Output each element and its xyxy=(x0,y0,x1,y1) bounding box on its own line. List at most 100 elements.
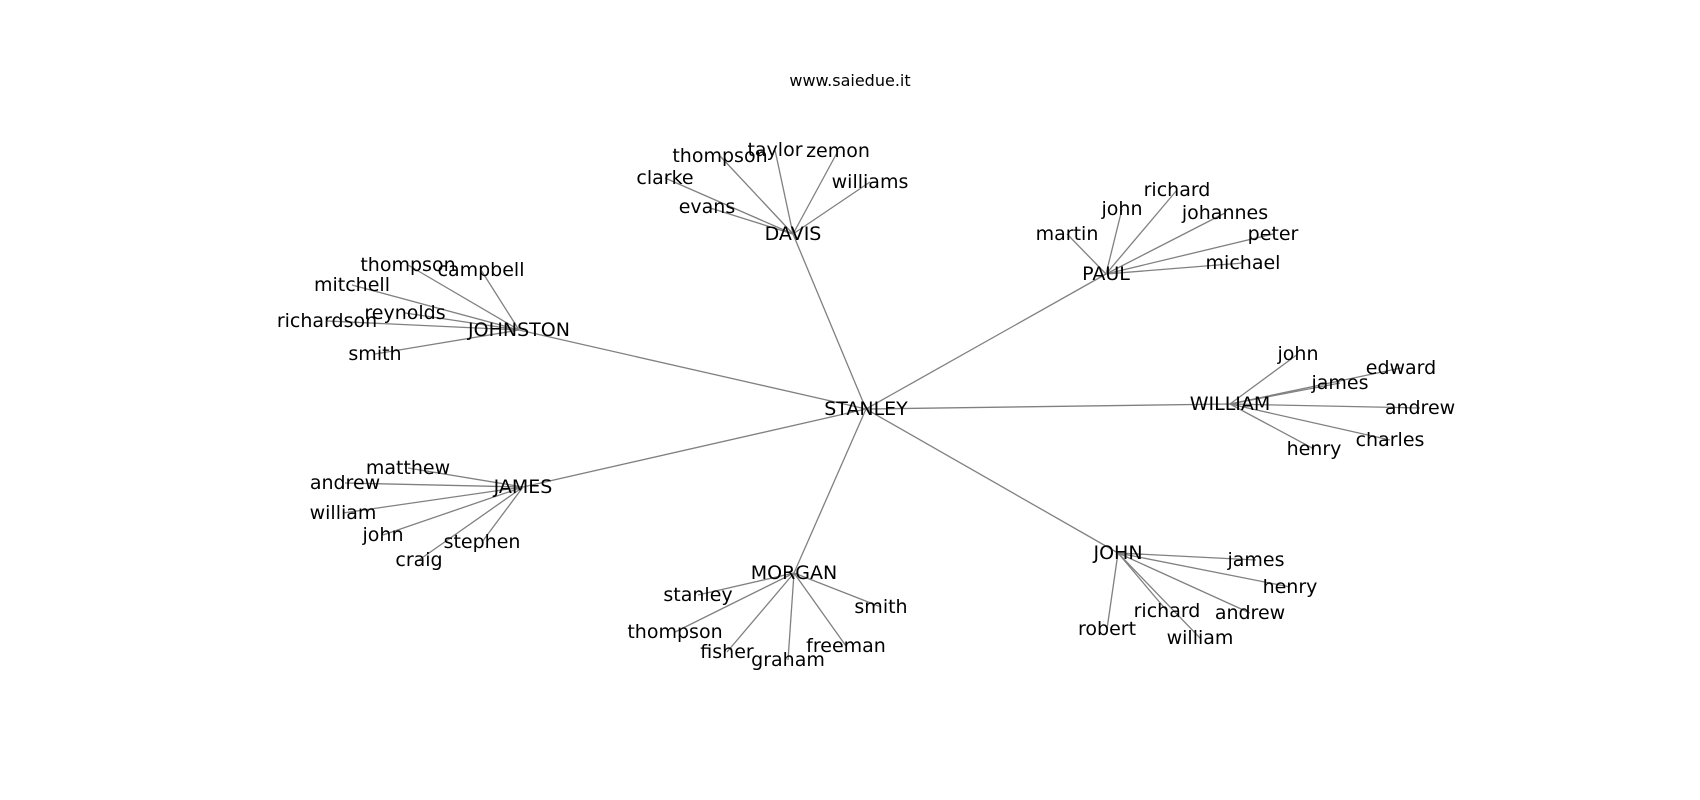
page-title: www.saiedue.it xyxy=(789,71,911,90)
leaf-node-label: robert xyxy=(1078,618,1136,640)
leaf-node-label: henry xyxy=(1263,576,1318,598)
edge-morgan-smith xyxy=(793,572,882,608)
leaf-node-label: smith xyxy=(348,343,401,365)
edges-layer xyxy=(326,149,1421,661)
edge-johnston-thompson xyxy=(407,264,520,331)
edge-morgan-freeman xyxy=(793,572,847,647)
edge-james-john xyxy=(382,486,524,536)
edge-davis-evans xyxy=(706,206,794,235)
edge-john-james xyxy=(1117,552,1257,561)
edge-james-andrew xyxy=(344,482,524,488)
edge-davis-zemon xyxy=(792,150,839,235)
leaf-node-label: andrew xyxy=(1215,602,1285,624)
edge-paul-johannes xyxy=(1105,212,1226,275)
edge-johnston-reynolds xyxy=(404,312,520,331)
edge-john-henry xyxy=(1117,552,1291,588)
edge-paul-peter xyxy=(1105,233,1274,275)
edge-william-john xyxy=(1229,353,1299,405)
leaf-node-label: richardson xyxy=(277,310,377,332)
leaf-node-label: graham xyxy=(751,649,825,671)
leaf-node-label: taylor xyxy=(747,139,802,161)
leaf-node-label: campbell xyxy=(438,259,525,281)
leaf-node-label: fisher xyxy=(700,641,754,663)
leaf-node-label: williams xyxy=(832,171,909,193)
leaf-node-label: stephen xyxy=(444,531,521,553)
edge-james-matthew xyxy=(407,467,524,488)
leaf-node-label: zemon xyxy=(806,140,870,162)
leaf-node-label: thompson xyxy=(672,145,767,167)
leaf-node-label: john xyxy=(1101,198,1143,220)
edge-root-james xyxy=(522,408,867,488)
edge-root-johnston xyxy=(518,329,867,410)
leaf-node-label: james xyxy=(1310,372,1368,394)
leaf-node-label: henry xyxy=(1287,438,1342,460)
leaf-node-label: clarke xyxy=(636,167,693,189)
edge-james-stephen xyxy=(481,486,524,543)
leaf-node-label: reynolds xyxy=(364,302,445,324)
leaf-node-label: johannes xyxy=(1181,202,1268,224)
edge-james-craig xyxy=(418,486,524,561)
leaf-node-label: william xyxy=(1167,627,1234,649)
leaf-node-label: richard xyxy=(1134,600,1201,622)
leaf-node-label: craig xyxy=(395,549,442,571)
edge-james-william xyxy=(342,486,524,514)
leaf-node-label: michael xyxy=(1206,252,1281,274)
leaf-node-label: mitchell xyxy=(314,274,390,296)
edge-john-robert xyxy=(1106,552,1119,630)
hub-node-label: JOHN xyxy=(1092,542,1142,564)
edge-william-james xyxy=(1229,382,1341,405)
edge-william-charles xyxy=(1229,403,1391,441)
leaf-node-label: andrew xyxy=(310,472,380,494)
edge-root-morgan xyxy=(793,408,867,574)
edge-morgan-fisher xyxy=(726,572,795,653)
hub-node-label: MORGAN xyxy=(751,562,837,584)
edge-root-william xyxy=(865,403,1231,410)
edge-william-andrew xyxy=(1229,403,1421,409)
hub-node-label: DAVIS xyxy=(765,223,822,245)
leaf-node-label: evans xyxy=(679,196,736,218)
hub-node-label: PAUL xyxy=(1082,263,1130,285)
leaf-node-label: freeman xyxy=(806,635,886,657)
leaf-node-label: andrew xyxy=(1385,397,1455,419)
leaf-node-label: james xyxy=(1226,549,1284,571)
edge-davis-thompson xyxy=(719,155,794,235)
edge-johnston-smith xyxy=(374,329,520,355)
edge-john-andrew xyxy=(1117,552,1251,614)
edge-davis-williams xyxy=(792,181,871,235)
leaf-node-label: thompson xyxy=(360,254,455,276)
leaf-node-label: john xyxy=(1277,343,1319,365)
edge-paul-john xyxy=(1105,208,1123,275)
hub-node-label: WILLIAM xyxy=(1190,393,1271,415)
edge-morgan-graham xyxy=(787,572,795,661)
leaf-node-label: matthew xyxy=(366,457,450,479)
edge-william-henry xyxy=(1229,403,1315,450)
leaf-node-label: thompson xyxy=(627,621,722,643)
edge-davis-clarke xyxy=(664,177,794,235)
edge-davis-taylor xyxy=(774,149,794,235)
edge-paul-michael xyxy=(1105,262,1244,275)
edge-johnston-campbell xyxy=(480,269,520,331)
edge-john-william xyxy=(1117,552,1201,639)
leaf-node-label: smith xyxy=(854,596,907,618)
edge-root-john xyxy=(865,408,1119,554)
leaf-node-label: edward xyxy=(1366,357,1436,379)
edge-paul-richard xyxy=(1105,189,1178,275)
leaf-node-label: peter xyxy=(1248,223,1299,245)
root-node-label: STANLEY xyxy=(824,398,908,420)
edge-root-paul xyxy=(865,273,1107,410)
hub-node-label: JOHNSTON xyxy=(467,319,570,341)
hub-node-label: JAMES xyxy=(493,476,553,498)
leaf-node-label: charles xyxy=(1356,429,1425,451)
edge-johnston-richardson xyxy=(326,320,520,331)
leaf-node-label: martin xyxy=(1036,223,1099,245)
edge-morgan-thompson xyxy=(674,572,795,633)
edge-morgan-stanley xyxy=(697,572,795,596)
edge-johnston-mitchell xyxy=(351,284,520,331)
leaf-node-label: richard xyxy=(1144,179,1211,201)
leaf-node-label: stanley xyxy=(663,584,732,606)
leaf-node-label: william xyxy=(310,502,377,524)
leaf-node-label: john xyxy=(362,524,404,546)
edge-john-richard xyxy=(1117,552,1168,612)
edge-paul-martin xyxy=(1066,233,1107,275)
